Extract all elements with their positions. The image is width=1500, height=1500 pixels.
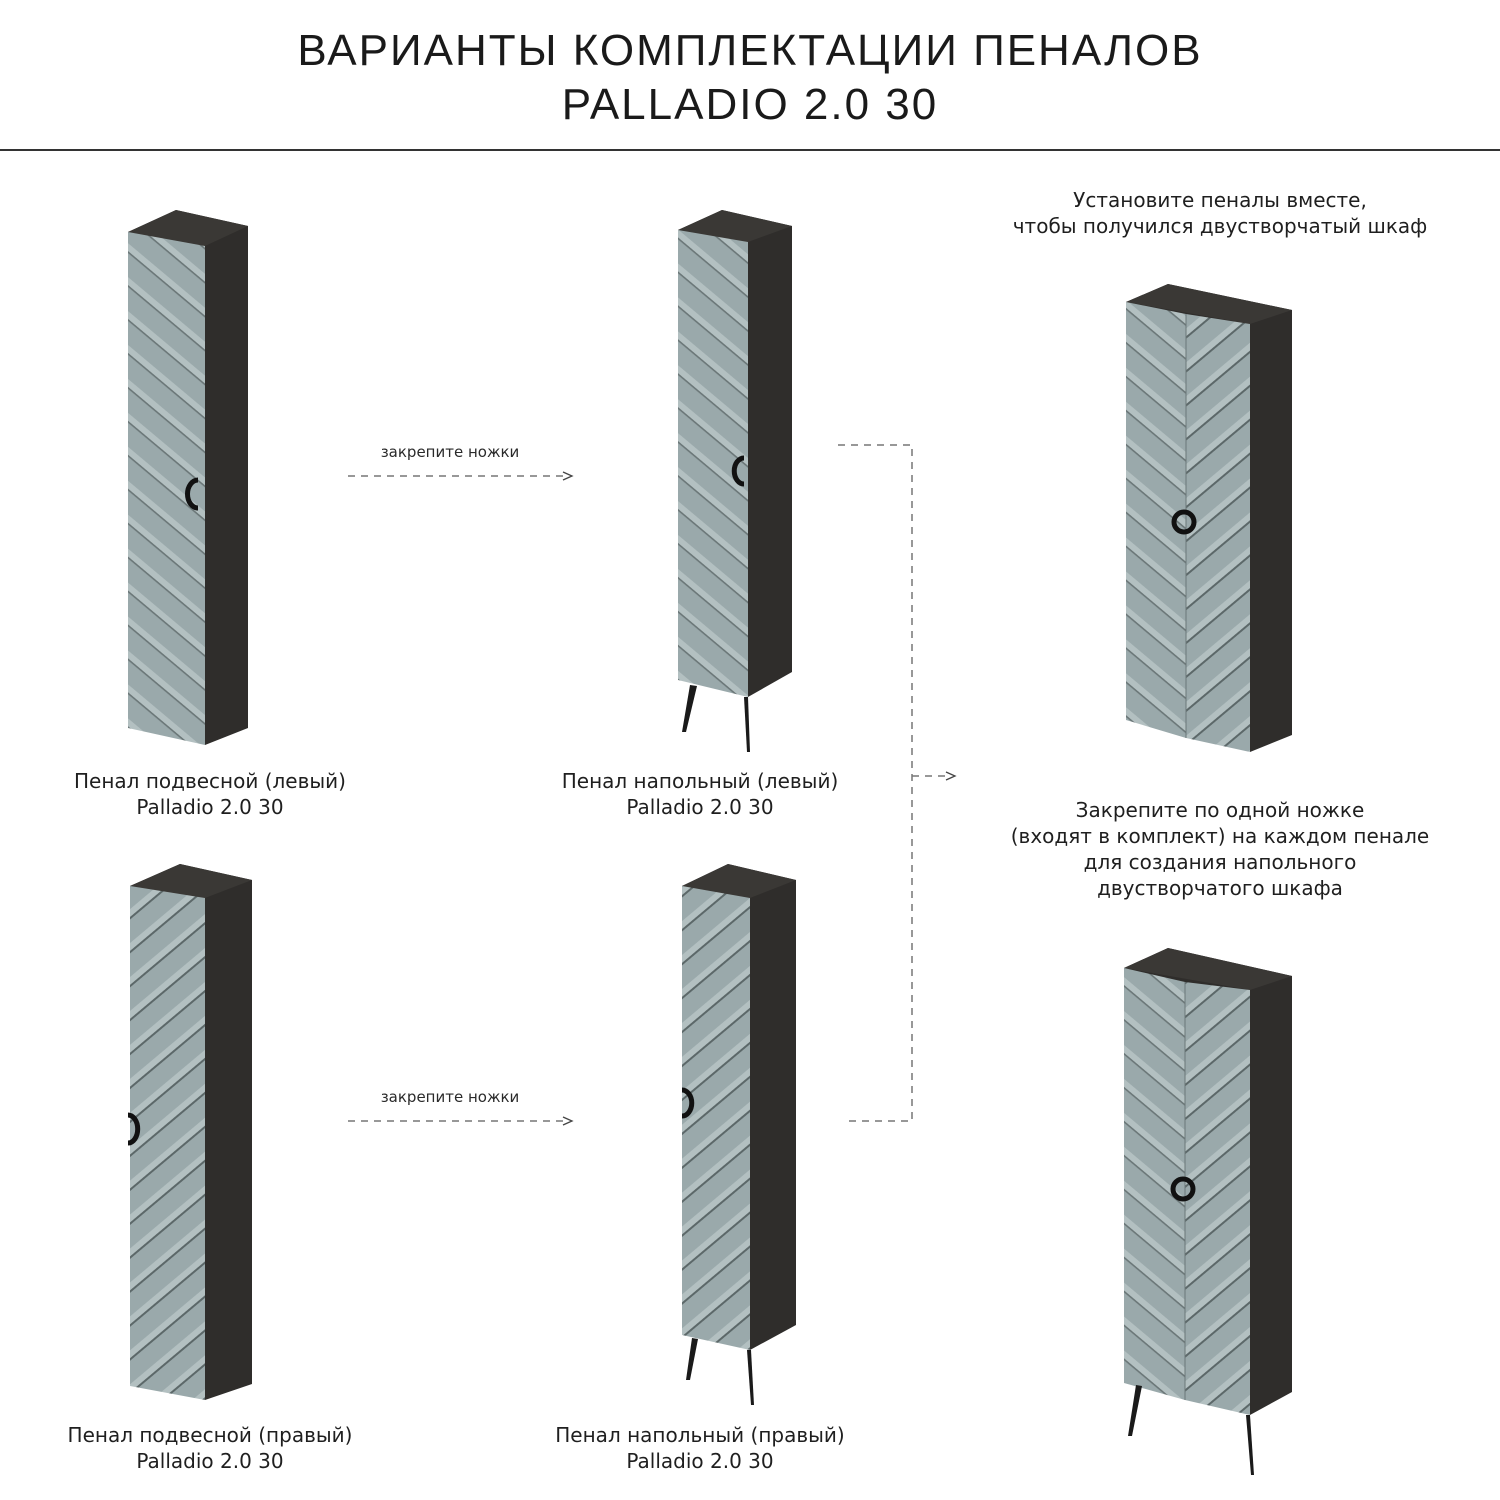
leg-icon xyxy=(686,1338,698,1380)
note-line: (входят в комплект) на каждом пенале xyxy=(1010,824,1430,848)
arrow-label-top: закрепите ножки xyxy=(380,443,520,461)
arrow-label-bottom: закрепите ножки xyxy=(380,1088,520,1106)
cabinet-wall-right xyxy=(127,864,252,1400)
page-title-line1: ВАРИАНТЫ КОМПЛЕКТАЦИИ ПЕНАЛОВ xyxy=(297,26,1203,75)
note-line: для создания напольного xyxy=(1083,850,1357,874)
leg-icon xyxy=(1246,1415,1254,1475)
item-model: Palladio 2.0 30 xyxy=(136,795,284,819)
handle-icon xyxy=(185,477,199,511)
leg-icon xyxy=(747,1350,754,1405)
note-legs: Закрепите по одной ножке (входят в компл… xyxy=(960,797,1480,901)
handle-icon xyxy=(681,1087,695,1119)
caption-wall-left: Пенал подвесной (левый) Palladio 2.0 30 xyxy=(20,768,400,820)
item-model: Palladio 2.0 30 xyxy=(626,795,774,819)
leg-icon xyxy=(1128,1385,1142,1436)
leg-icon xyxy=(744,697,750,752)
arrow-head-icon xyxy=(562,1116,574,1126)
item-name: Пенал напольный (правый) xyxy=(555,1423,845,1447)
item-name: Пенал подвесной (левый) xyxy=(74,769,346,793)
handle-icon xyxy=(127,1112,141,1146)
note-line: двустворчатого шкафа xyxy=(1097,876,1343,900)
cabinet-wall-left xyxy=(128,210,248,745)
item-model: Palladio 2.0 30 xyxy=(626,1449,774,1473)
note-line: Установите пеналы вместе, xyxy=(1073,188,1367,212)
leg-icon xyxy=(682,685,697,732)
cabinet-floor-left xyxy=(678,210,792,752)
handle-icon xyxy=(731,455,745,487)
note-line: чтобы получился двустворчатый шкаф xyxy=(1012,214,1428,238)
handle-icon xyxy=(1170,1176,1196,1202)
caption-wall-right: Пенал подвесной (правый) Palladio 2.0 30 xyxy=(20,1422,400,1474)
note-combine: Установите пеналы вместе, чтобы получилс… xyxy=(960,187,1480,239)
caption-floor-right: Пенал напольный (правый) Palladio 2.0 30 xyxy=(510,1422,890,1474)
item-name: Пенал подвесной (правый) xyxy=(67,1423,353,1447)
header-divider xyxy=(0,149,1500,151)
note-line: Закрепите по одной ножке xyxy=(1075,798,1365,822)
item-model: Palladio 2.0 30 xyxy=(136,1449,284,1473)
caption-floor-left: Пенал напольный (левый) Palladio 2.0 30 xyxy=(510,768,890,820)
cabinet-double-floor xyxy=(1124,948,1292,1475)
handle-icon xyxy=(1171,509,1197,535)
cabinet-double-wall xyxy=(1126,284,1292,752)
arrow-head-icon xyxy=(945,771,957,781)
bracket-connector xyxy=(838,444,948,1122)
item-name: Пенал напольный (левый) xyxy=(561,769,839,793)
cabinet-floor-right xyxy=(681,864,796,1405)
page-title-line2: PALLADIO 2.0 30 xyxy=(561,80,939,129)
arrow-head-icon xyxy=(562,471,574,481)
